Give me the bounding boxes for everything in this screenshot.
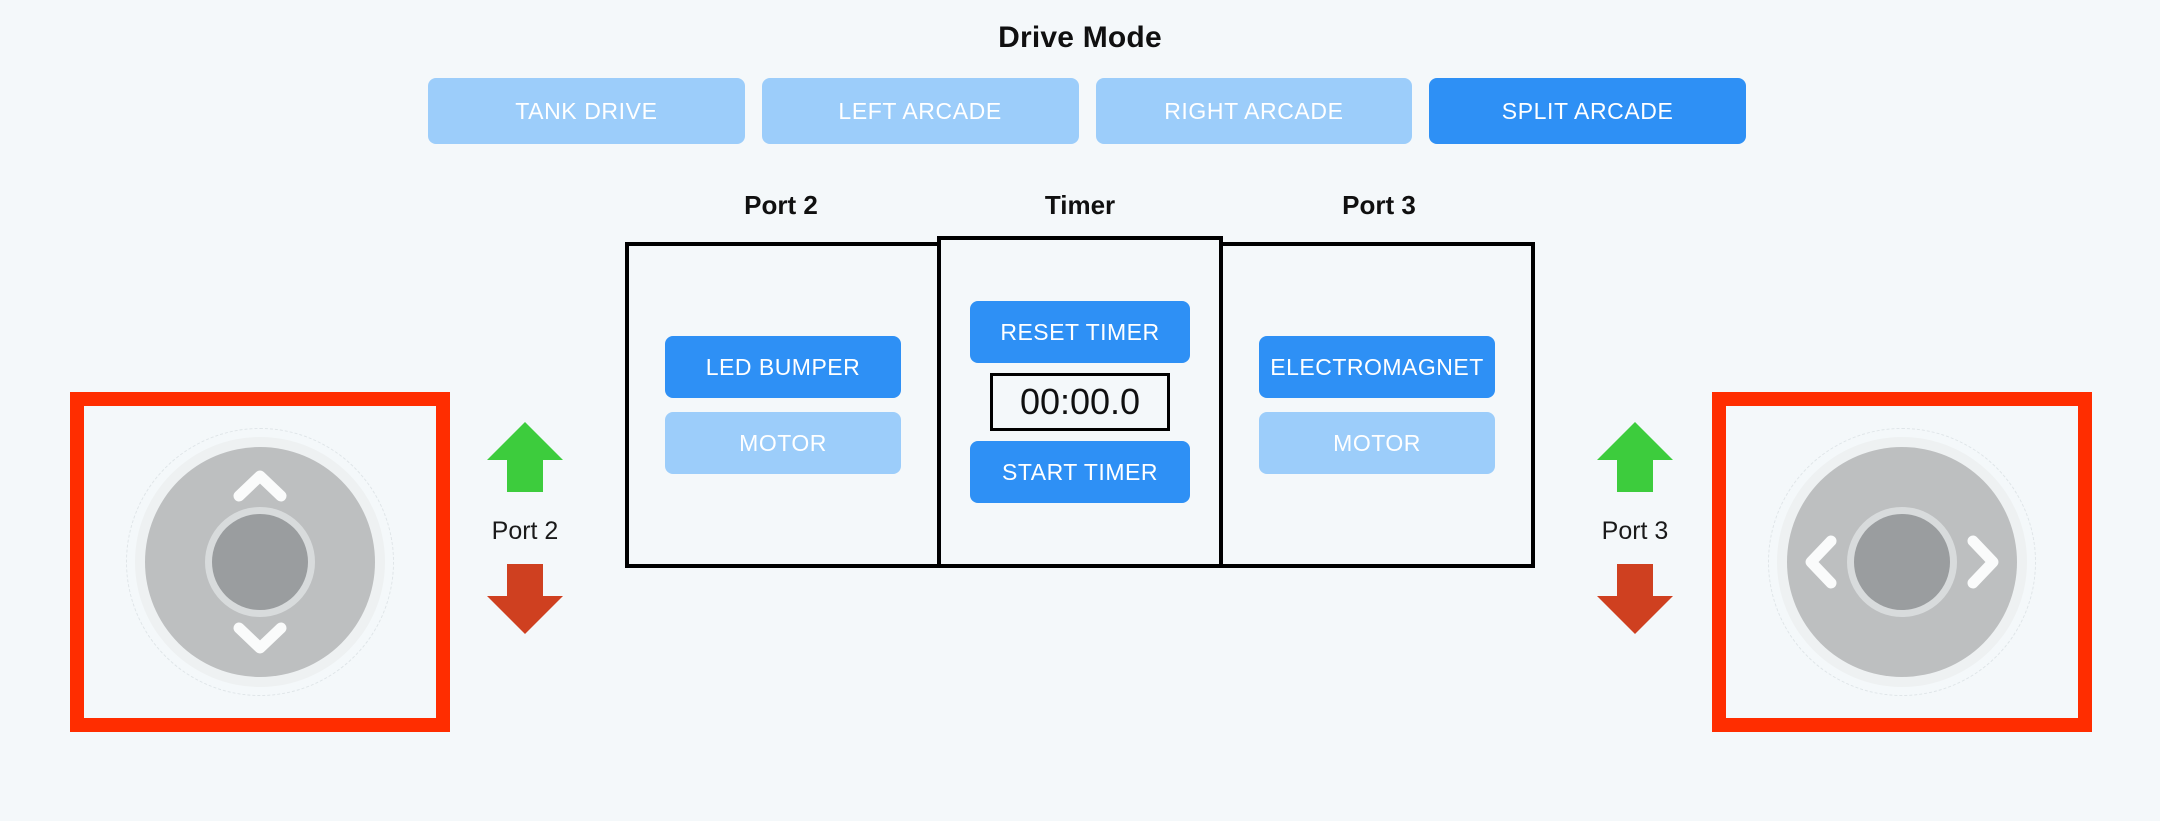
start-timer-button[interactable]: START TIMER	[970, 441, 1190, 503]
left-joystick[interactable]	[70, 392, 450, 732]
timer-header: Timer	[1044, 190, 1116, 220]
reset-timer-button[interactable]: RESET TIMER	[970, 301, 1190, 363]
drive-mode-title: Drive Mode	[998, 21, 1162, 54]
chevron-up-icon	[231, 458, 289, 516]
port3-indicator-label: Port 3	[1601, 517, 1669, 545]
port2-column: LED BUMPER MOTOR	[625, 242, 937, 568]
joystick-knob[interactable]	[1854, 514, 1950, 610]
left-joystick-stage[interactable]	[126, 428, 394, 696]
port3-indicator: Port 3	[1580, 420, 1690, 641]
port2-motor-button[interactable]: MOTOR	[665, 412, 901, 474]
right-joystick[interactable]	[1712, 392, 2092, 732]
chevron-left-icon	[1793, 533, 1851, 591]
port3-column: ELECTROMAGNET MOTOR	[1223, 242, 1535, 568]
port2-indicator: Port 2	[470, 420, 580, 641]
timer-column: RESET TIMER 00:00.0 START TIMER	[937, 236, 1223, 568]
drive-mode-split-arcade[interactable]: SPLIT ARCADE	[1429, 78, 1746, 144]
timer-display: 00:00.0	[990, 373, 1170, 431]
arrow-down-icon	[1580, 562, 1690, 641]
port3-header: Port 3	[1342, 190, 1416, 220]
port3-motor-button[interactable]: MOTOR	[1259, 412, 1495, 474]
control-panel: LED BUMPER MOTOR RESET TIMER 00:00.0 STA…	[625, 236, 1535, 568]
arrow-up-icon	[1580, 420, 1690, 499]
drive-mode-tank-drive[interactable]: TANK DRIVE	[428, 78, 745, 144]
chevron-right-icon	[1953, 533, 2011, 591]
port3-electromagnet-button[interactable]: ELECTROMAGNET	[1259, 336, 1495, 398]
right-joystick-stage[interactable]	[1768, 428, 2036, 696]
drive-mode-right-arcade[interactable]: RIGHT ARCADE	[1095, 78, 1413, 144]
port2-led-bumper-button[interactable]: LED BUMPER	[665, 336, 901, 398]
drive-mode-button-group: TANK DRIVE LEFT ARCADE RIGHT ARCADE SPLI…	[428, 78, 1746, 144]
arrow-up-icon	[470, 420, 580, 499]
joystick-outline	[1768, 428, 2036, 696]
chevron-down-icon	[231, 608, 289, 666]
port2-header: Port 2	[744, 190, 818, 220]
drive-mode-left-arcade[interactable]: LEFT ARCADE	[761, 78, 1079, 144]
arrow-down-icon	[470, 562, 580, 641]
joystick-knob[interactable]	[212, 514, 308, 610]
port2-indicator-label: Port 2	[491, 517, 559, 545]
joystick-outline	[126, 428, 394, 696]
